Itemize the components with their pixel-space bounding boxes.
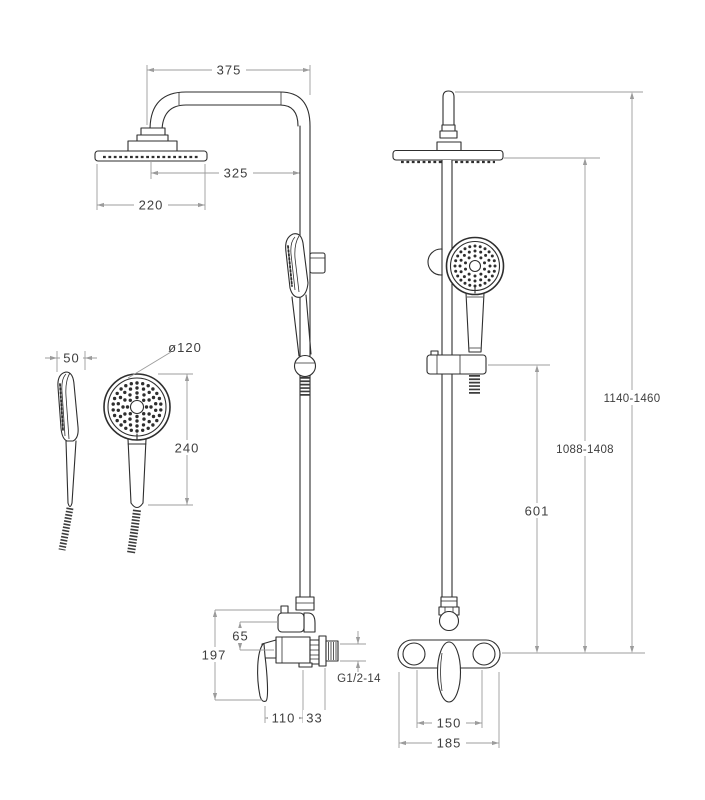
front-view: 1140-1460 1088-1408 601 150 185 [392,90,665,751]
hand-shower-face-handle [127,438,147,504]
body-clip [298,662,313,668]
mixer-side-view [257,605,339,702]
spray-nozzle-pattern [111,381,163,433]
hand-shower-front-on-pole [426,236,505,394]
dim-thread-spec: G1/2-14 [337,631,381,685]
head-mount-block [127,140,178,152]
dim-label-hand-shower-length: 240 [175,441,200,456]
dim-label-inlet-spacing: 150 [437,716,462,731]
dim-label-arm-reach: 375 [217,63,242,78]
dim-mixer-depth: 110 33 [264,668,326,726]
pole-connector [440,596,458,608]
overhead-shower-head-side [94,150,208,162]
top-pipe-front [436,90,462,153]
hand-shower-head-side [285,233,309,298]
hand-shower-handle-front [465,292,485,353]
slider-holder [426,354,487,375]
dim-label-mixer-height: 197 [202,648,227,663]
hand-shower-holder-side [309,252,326,274]
lever-handle-side [257,643,269,702]
dim-label-thread-spec: G1/2-14 [337,673,381,685]
dim-inlet-spacing: 150 [416,670,483,731]
overhead-shower-arm-side [127,91,311,152]
mixer-body-side [275,636,311,664]
dim-mixer-width: 185 [398,672,500,751]
dim-mixer-height: 197 [197,609,280,701]
side-view: 375 325 220 [94,62,381,726]
pole-bottom-collar [295,596,315,611]
shower-pole-front [427,159,455,598]
diverter-front [438,610,460,632]
dim-front-heights: 1140-1460 1088-1408 601 [455,91,665,654]
hose-front [127,509,141,554]
dim-label-hand-head-diameter: ø120 [168,340,202,355]
right-inlet-flange [472,642,496,666]
left-inlet-flange [402,642,426,666]
hand-shower-detail: 50 ø120 [45,340,204,554]
dim-head-offset: 325 [150,161,300,181]
dim-label-head-offset: 325 [224,166,249,181]
dim-hand-shower-length: 240 [148,373,204,506]
dim-label-outlet-offset: 65 [232,629,248,644]
hose-outlet-stub [280,605,289,614]
hand-shower-handle-side [291,294,312,357]
dim-label-thread-length: 33 [306,711,322,726]
arm-connector-nut [136,134,169,142]
hand-shower-profile [57,371,79,551]
dim-outlet-offset: 65 [228,621,278,651]
dim-head-diameter: 220 [96,164,206,213]
dim-hand-head-depth: 50 [45,350,97,372]
arm-connector-ring [140,127,166,136]
spray-nozzle-pattern-front [453,244,497,288]
dim-label-head-height: 1088-1408 [556,444,614,456]
dim-label-mixer-depth: 110 [272,711,296,726]
dim-label-holder-height: 601 [525,504,550,519]
lever-handle-front [436,641,462,703]
dim-label-head-diameter: 220 [139,198,164,213]
hand-shower-face [103,373,171,554]
threaded-nipple [325,640,339,662]
dim-arm-reach: 375 [146,62,311,125]
hose-profile [58,507,74,551]
mixer-front-view [397,596,501,703]
hand-shower-side-on-pole [285,233,326,397]
cartridge-rings [309,639,320,665]
dim-hand-head-diameter: ø120 [127,340,202,379]
dim-label-mixer-width: 185 [437,736,462,751]
connection-flange [318,635,327,667]
hose-ball-joint [293,354,317,378]
center-spray-ring [129,399,145,415]
dim-label-hand-head-depth: 50 [63,351,79,366]
dim-label-total-height: 1140-1460 [604,393,661,405]
hand-shower-profile-handle [65,440,77,504]
diverter-elbow [277,612,305,633]
